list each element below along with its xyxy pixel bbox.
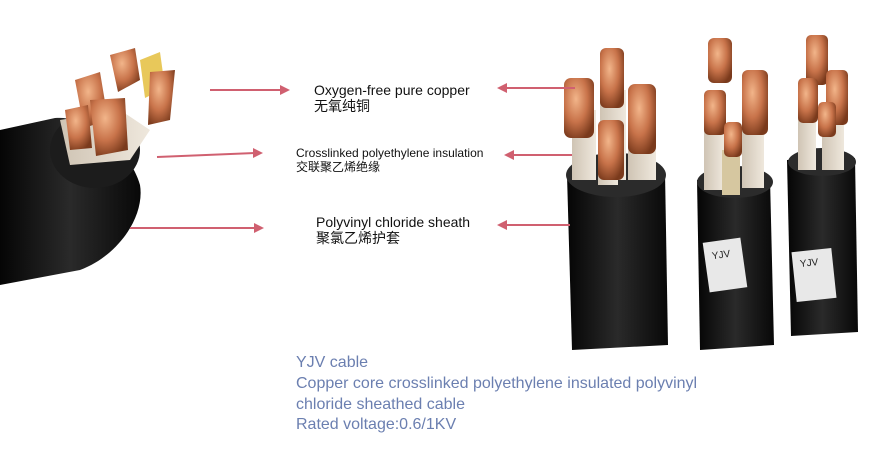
label-sheath-zh: 聚氯乙烯护套: [316, 230, 400, 247]
description-voltage: Rated voltage:0.6/1KV: [296, 416, 457, 434]
cable-large: [564, 48, 668, 350]
arrow-sheath-right: [497, 220, 570, 230]
arrow-copper-left: [210, 85, 290, 95]
left-cable-conductors: [65, 48, 175, 156]
right-cables-image: [564, 35, 858, 350]
left-cable-image: [0, 48, 175, 285]
label-copper-zh: 无氧纯铜: [314, 98, 370, 115]
label-sheath: Polyvinyl chloride sheath 聚氯乙烯护套: [316, 214, 470, 248]
arrow-insulation-right: [504, 150, 572, 160]
description-line-2: Copper core crosslinked polyethylene ins…: [296, 374, 698, 392]
cable-tag-right: YJV: [799, 257, 819, 270]
label-insulation: Crosslinked polyethylene insulation 交联聚乙…: [296, 146, 483, 175]
arrow-sheath-left: [130, 223, 264, 233]
description-title: YJV cable: [296, 354, 369, 371]
cable-medium: [697, 38, 774, 350]
label-copper-en: Oxygen-free pure copper: [314, 82, 470, 98]
cable-description: YJV cable Copper core crosslinked polyet…: [296, 353, 697, 436]
arrow-insulation-left: [156, 148, 263, 158]
cable-print-tags: [702, 237, 837, 302]
label-insulation-en: Crosslinked polyethylene insulation: [296, 146, 484, 160]
pointer-arrows: [130, 83, 575, 233]
label-copper: Oxygen-free pure copper 无氧纯铜: [314, 82, 470, 116]
description-line-3: chloride sheathed cable: [296, 395, 466, 413]
label-sheath-en: Polyvinyl chloride sheath: [316, 214, 471, 230]
label-insulation-zh: 交联聚乙烯绝缘: [296, 160, 381, 175]
arrow-copper-right: [497, 83, 575, 93]
